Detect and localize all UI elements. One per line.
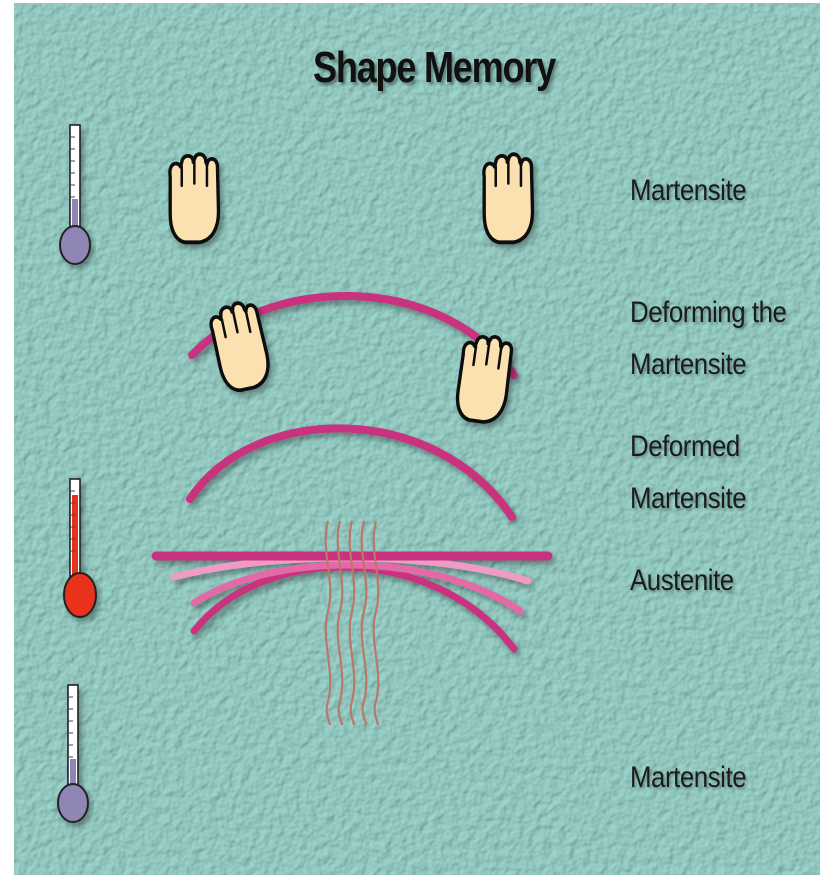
hand-icon	[454, 333, 514, 425]
hand-icon	[484, 154, 533, 242]
thermometer-hot-icon	[64, 479, 96, 617]
deformed-wire	[190, 428, 512, 517]
hand-icon	[170, 154, 219, 242]
thermometer-cold-icon	[58, 685, 88, 822]
thermometer-cold-icon	[60, 125, 90, 264]
diagram-panel: Shape Memory Martensite Deforming the Ma…	[14, 3, 820, 875]
shape-memory-figure	[14, 3, 820, 875]
